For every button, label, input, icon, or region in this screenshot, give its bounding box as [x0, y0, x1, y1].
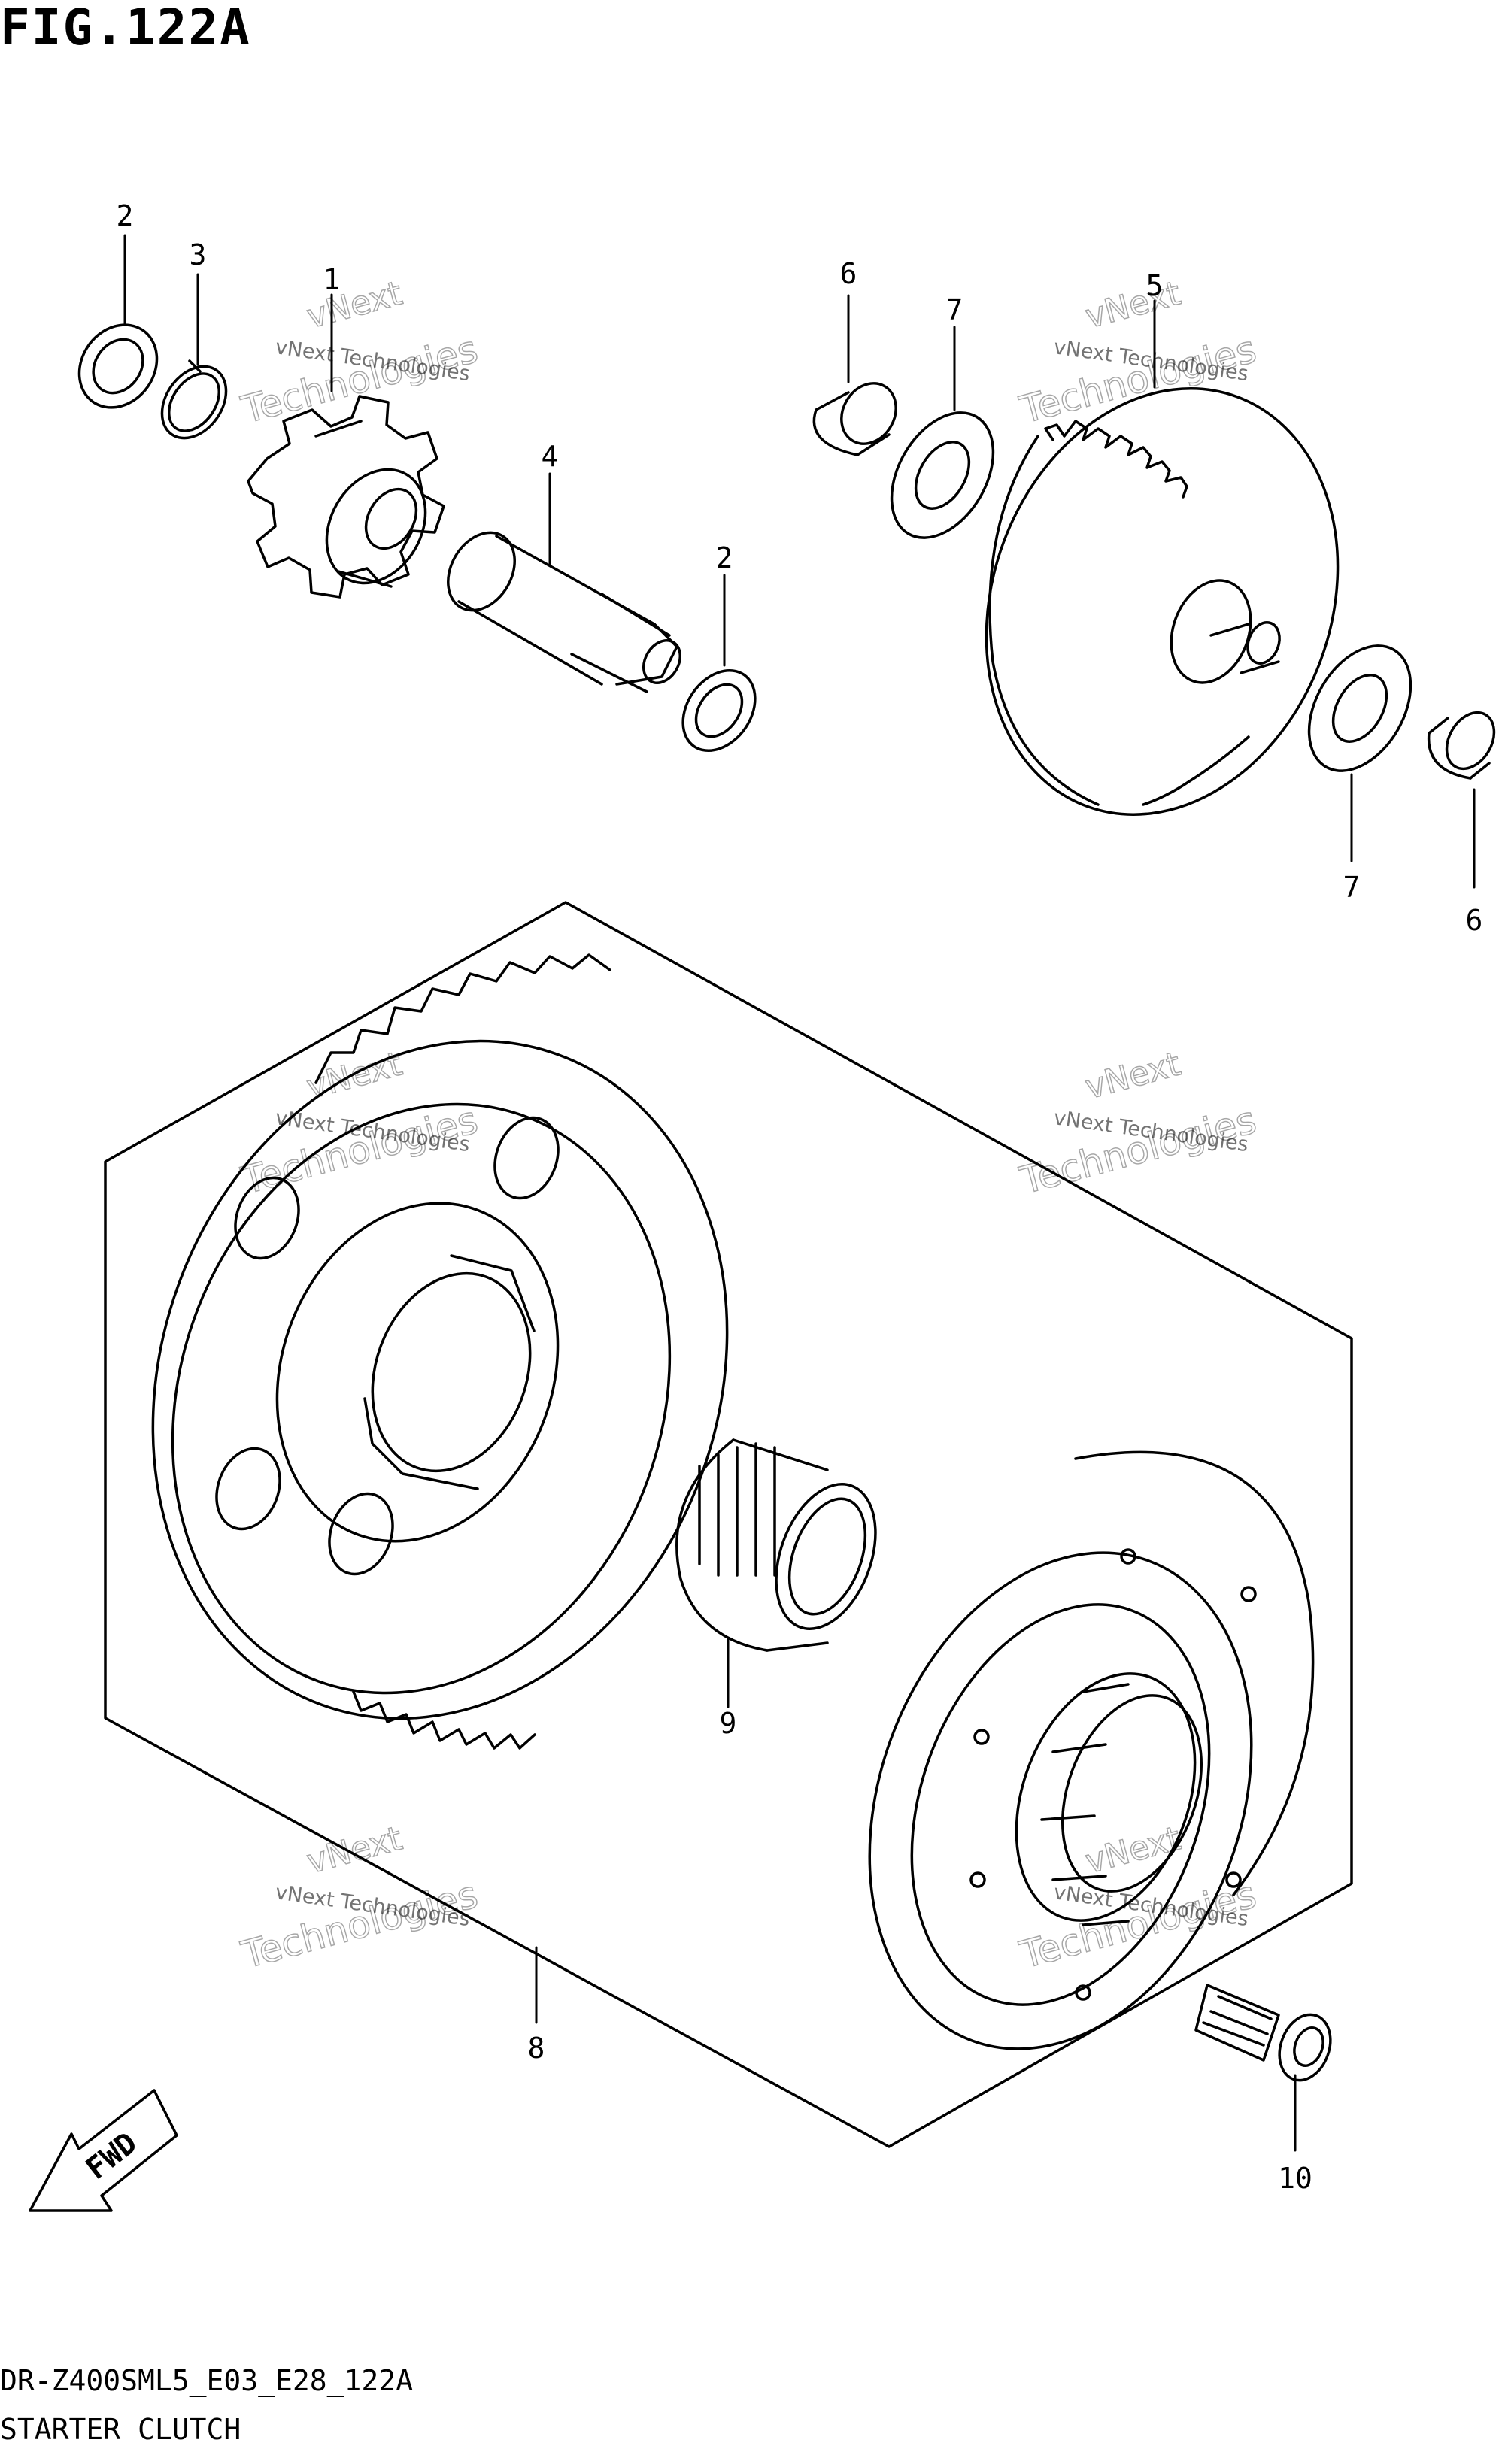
- part-7-washer-lower: [1307, 644, 1412, 772]
- svg-text:vNext: vNext: [1082, 274, 1185, 337]
- part-3-circlip: [160, 359, 228, 440]
- callout-8: 8: [528, 2032, 545, 2065]
- part-4-shaft: [447, 531, 681, 693]
- callout-9: 9: [720, 1707, 737, 1740]
- callout-3: 3: [190, 238, 207, 271]
- part-1-gear: [247, 395, 445, 599]
- part-2-washer-left: [77, 323, 159, 409]
- svg-text:vNext: vNext: [303, 1045, 406, 1108]
- figure-title: FIG.122A: [0, 0, 251, 56]
- watermark-5: vNext Technologies vNext Technologies: [236, 1819, 483, 1978]
- part-8-assembly-outline: [104, 901, 1353, 2148]
- watermark-6: vNext Technologies vNext Technologies: [1015, 1819, 1261, 1978]
- part-2-washer-right: [681, 668, 757, 753]
- one-way-clutch-ring: [868, 1450, 1315, 2050]
- callout-7-lower: 7: [1343, 871, 1361, 904]
- callout-numbers: 1 2 2 3 4 5 6 6 7 7 8 9 10: [117, 199, 1483, 2195]
- part-9-needle-bearing: [675, 1438, 877, 1652]
- svg-text:vNext: vNext: [303, 1820, 406, 1882]
- watermark-2: vNext Technologies vNext Technologies: [1015, 274, 1261, 433]
- callout-5: 5: [1146, 269, 1164, 302]
- svg-text:vNext: vNext: [1082, 1045, 1185, 1108]
- model-code-label: DR-Z400SML5_E03_E28_122A: [0, 2364, 414, 2397]
- callout-6-lower: 6: [1466, 904, 1483, 937]
- watermark-3: vNext Technologies vNext Technologies: [236, 1044, 483, 1204]
- part-6-bush-lower: [1427, 711, 1496, 780]
- leader-lines: [123, 234, 1476, 2152]
- callout-6-upper: 6: [840, 257, 857, 290]
- diagram-name-label: STARTER CLUTCH: [0, 2413, 241, 2446]
- part-8-starter-driven-gear: [151, 953, 729, 1750]
- callout-10: 10: [1278, 2162, 1312, 2195]
- callout-7-upper: 7: [946, 293, 963, 326]
- callout-2-right: 2: [716, 541, 733, 574]
- watermark-1: vNext Technologies vNext Technologies: [236, 274, 483, 433]
- part-5-starter-idle-gear: [985, 387, 1340, 816]
- callout-4: 4: [542, 440, 559, 473]
- part-7-washer-upper: [890, 411, 995, 539]
- part-10-bolt: [1194, 1984, 1332, 2082]
- svg-text:vNext: vNext: [303, 274, 406, 337]
- svg-text:vNext: vNext: [1082, 1820, 1185, 1882]
- part-6-bush-upper: [812, 382, 897, 456]
- fwd-label: FWD: [80, 2126, 144, 2187]
- watermark-4: vNext Technologies vNext Technologies: [1015, 1044, 1261, 1204]
- callout-2-left: 2: [117, 199, 134, 232]
- fwd-arrow-icon: [29, 2089, 178, 2212]
- callout-1: 1: [323, 263, 341, 296]
